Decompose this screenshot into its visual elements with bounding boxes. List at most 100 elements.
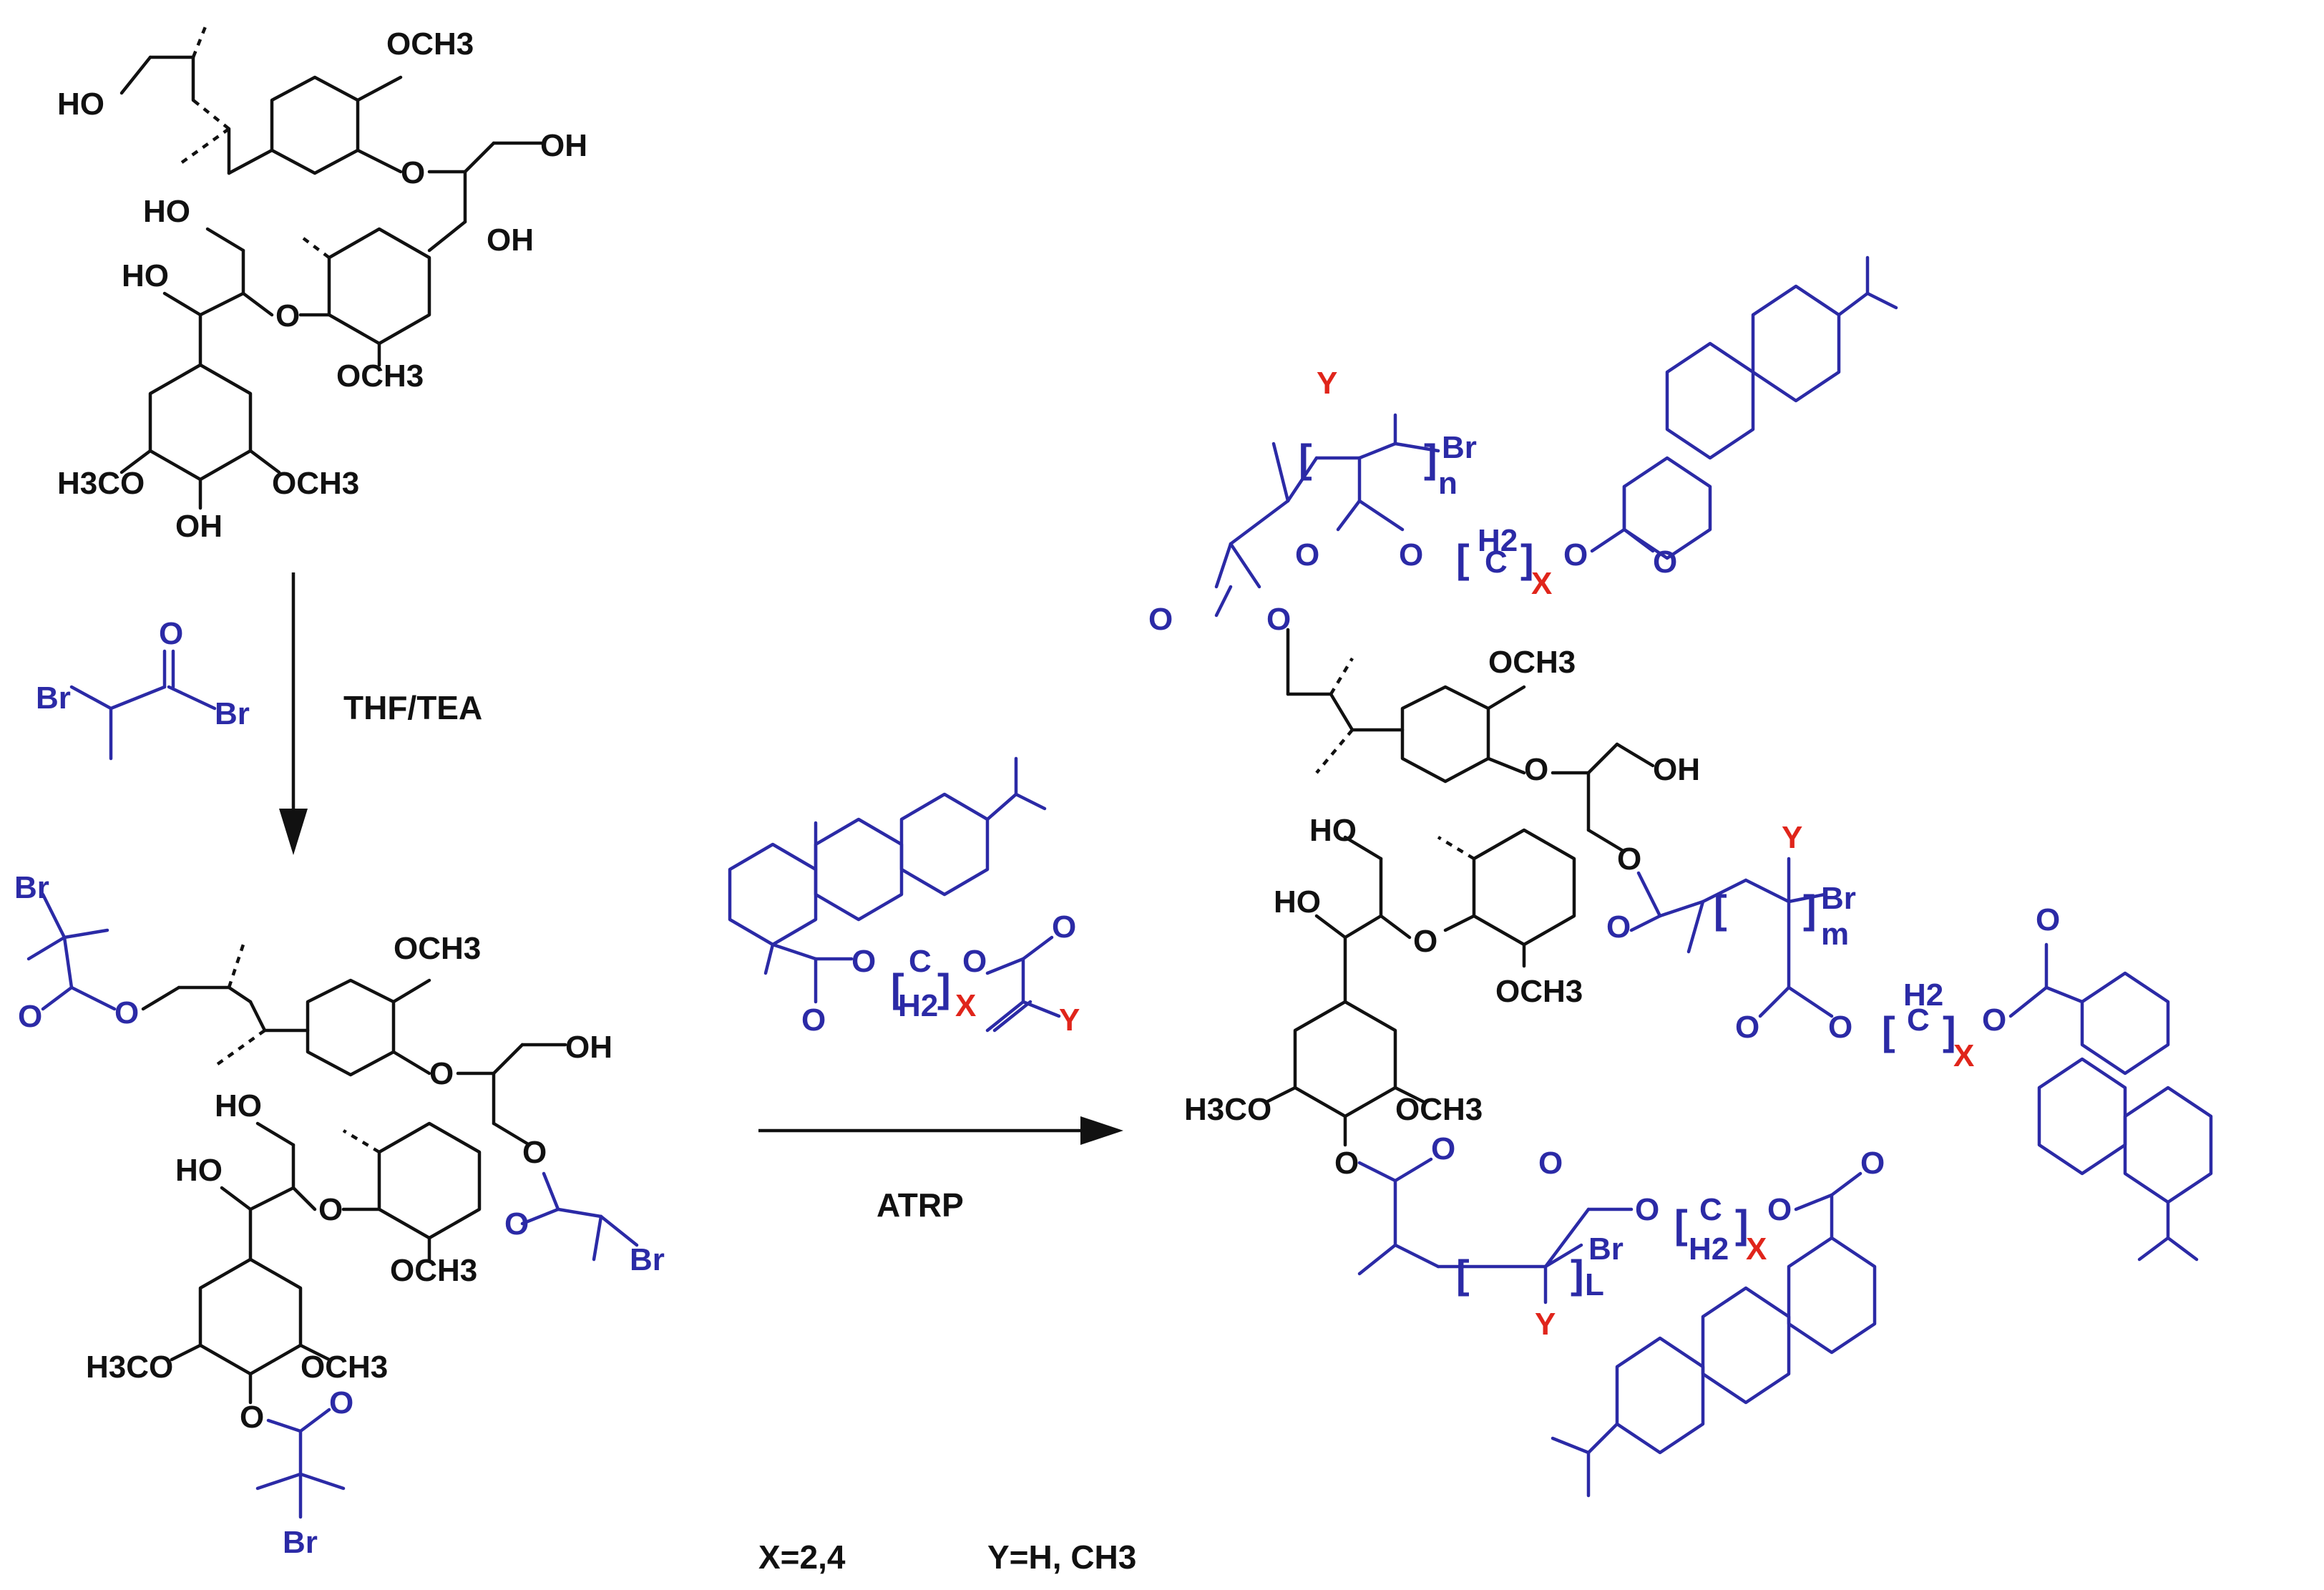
h3co-label: H3CO [1184,1092,1271,1127]
och3-label: OCH3 [1488,645,1576,680]
lignin-macroinitiator: Br O O OCH3 O OH O O Br OCH3 O [14,870,665,1560]
x-label: X [1531,566,1552,601]
br-label: Br [14,870,49,905]
methylene-c-label: C [1485,545,1508,580]
ho-label: HO [1309,813,1357,848]
bracket-label: [ [1456,1252,1470,1297]
oh-label: OH [1653,752,1700,787]
br-label: Br [283,1525,318,1560]
och3-label: OCH3 [394,931,481,966]
bracket-label: ] [1735,1201,1749,1247]
h3co-label: H3CO [86,1350,173,1385]
carbonyl-o-label: O [1148,602,1173,637]
bottom-syringyl-ring [1293,1000,1397,1118]
ether-o-label: O [1413,924,1437,959]
ether-o-label: O [275,298,300,333]
bracket-label: [ [1456,536,1470,581]
bottom-syringyl-ring [198,1257,303,1376]
starting-lignin: OCH3 HO O OH OH HO HO O OCH3 H3CO OCH3 O… [57,21,587,544]
x-label: X [955,988,976,1023]
bottom-syringyl-ring [148,363,253,482]
br-label: Br [215,696,250,731]
och3-label: OCH3 [336,359,424,394]
oh-label: OH [487,223,534,258]
och3-label: OCH3 [272,466,359,501]
methylene-c-label: C [909,944,932,979]
bracket-label: [ [1882,1008,1895,1053]
ester-o-label: O [114,995,139,1030]
bracket-label: ] [1943,1008,1956,1053]
syringyl-ring [377,1121,482,1240]
bracket-label: [ [1299,436,1312,481]
y-label: Y [1059,1003,1080,1038]
ether-o-label: O [1524,752,1548,787]
n-label: n [1438,466,1458,501]
carbonyl-o-label: O [18,999,42,1034]
x-label: X [1746,1231,1767,1267]
h2-label: H2 [1689,1231,1729,1267]
carbonyl-o-label: O [1295,537,1319,572]
step1-arrow [279,572,308,855]
syringyl-ring [327,227,431,346]
och3-label: OCH3 [1495,974,1583,1009]
y-definition: Y=H, CH3 [987,1538,1136,1576]
y-label: Y [1317,366,1337,401]
ester-o-label: O [1334,1146,1359,1181]
ho-label: HO [215,1088,262,1123]
methylene-h2-label: H2 [898,988,938,1023]
ester-o-label: O [851,944,876,979]
carbonyl-o-label: O [1431,1131,1455,1166]
br-label: Br [1588,1231,1624,1267]
ether-o-label: O [401,155,425,190]
br-label: Br [1442,430,1477,465]
h2-label: H2 [1478,523,1518,558]
guaiacyl-ring [270,75,360,175]
ester-o-label: O [1982,1003,2006,1038]
carbonyl-o-label: O [1538,1146,1563,1181]
ester-o-label: O [1635,1192,1659,1227]
lignin-graft-copolymer: [ ] Y Br n O O [ H2 C ] X O O O O [1148,255,2213,1498]
carbonyl-o-label: O [1606,909,1631,945]
och3-label: OCH3 [1395,1092,1483,1127]
carbonyl-o-label: O [2036,902,2060,937]
carbonyl-o-label: O [159,616,183,651]
ho-label: HO [1274,884,1321,920]
bracket-label: ] [937,965,951,1010]
ester-o-label: O [1767,1192,1792,1227]
ether-o-label: O [318,1192,343,1227]
oh-label: OH [175,509,223,544]
bracket-label: ] [1803,887,1817,932]
och3-label: OCH3 [386,26,474,62]
br-label: Br [630,1242,665,1277]
bracket-label: ] [1571,1252,1584,1297]
methylene-c-label: C [1907,1003,1930,1038]
ester-o-label: O [1399,537,1423,572]
ho-label: HO [175,1153,223,1188]
bracket-label: ] [1520,536,1534,581]
bromoisobutyryl-bromide: O Br Br [36,616,250,761]
x-definition: X=2,4 [758,1538,846,1576]
br-label: Br [1821,881,1856,916]
h3co-label: H3CO [57,466,145,501]
y-label: Y [1535,1307,1556,1342]
carbonyl-o-label: O [1052,909,1076,945]
ho-label: HO [143,194,190,229]
l-label: L [1585,1267,1604,1302]
ester-o-label: O [1563,537,1588,572]
carbonyl-o-label: O [504,1206,529,1242]
x-label: X [1953,1038,1974,1073]
guaiacyl-ring [306,978,396,1077]
bracket-label: [ [1714,887,1727,932]
y-label: Y [1782,820,1802,855]
rosin-monomer: O O [ C ] H2 X O O Y [728,756,1080,1038]
guaiacyl-ring [1400,685,1490,784]
carbonyl-o-label: O [329,1385,353,1420]
carbonyl-o-label: O [801,1003,826,1038]
bracket-label: [ [891,965,904,1010]
step2-arrow [758,1116,1123,1145]
step2-conditions: ATRP [877,1186,964,1224]
ester-o-label: O [1828,1010,1852,1045]
carbonyl-o-label: O [1860,1146,1885,1181]
oh-label: OH [565,1030,612,1065]
